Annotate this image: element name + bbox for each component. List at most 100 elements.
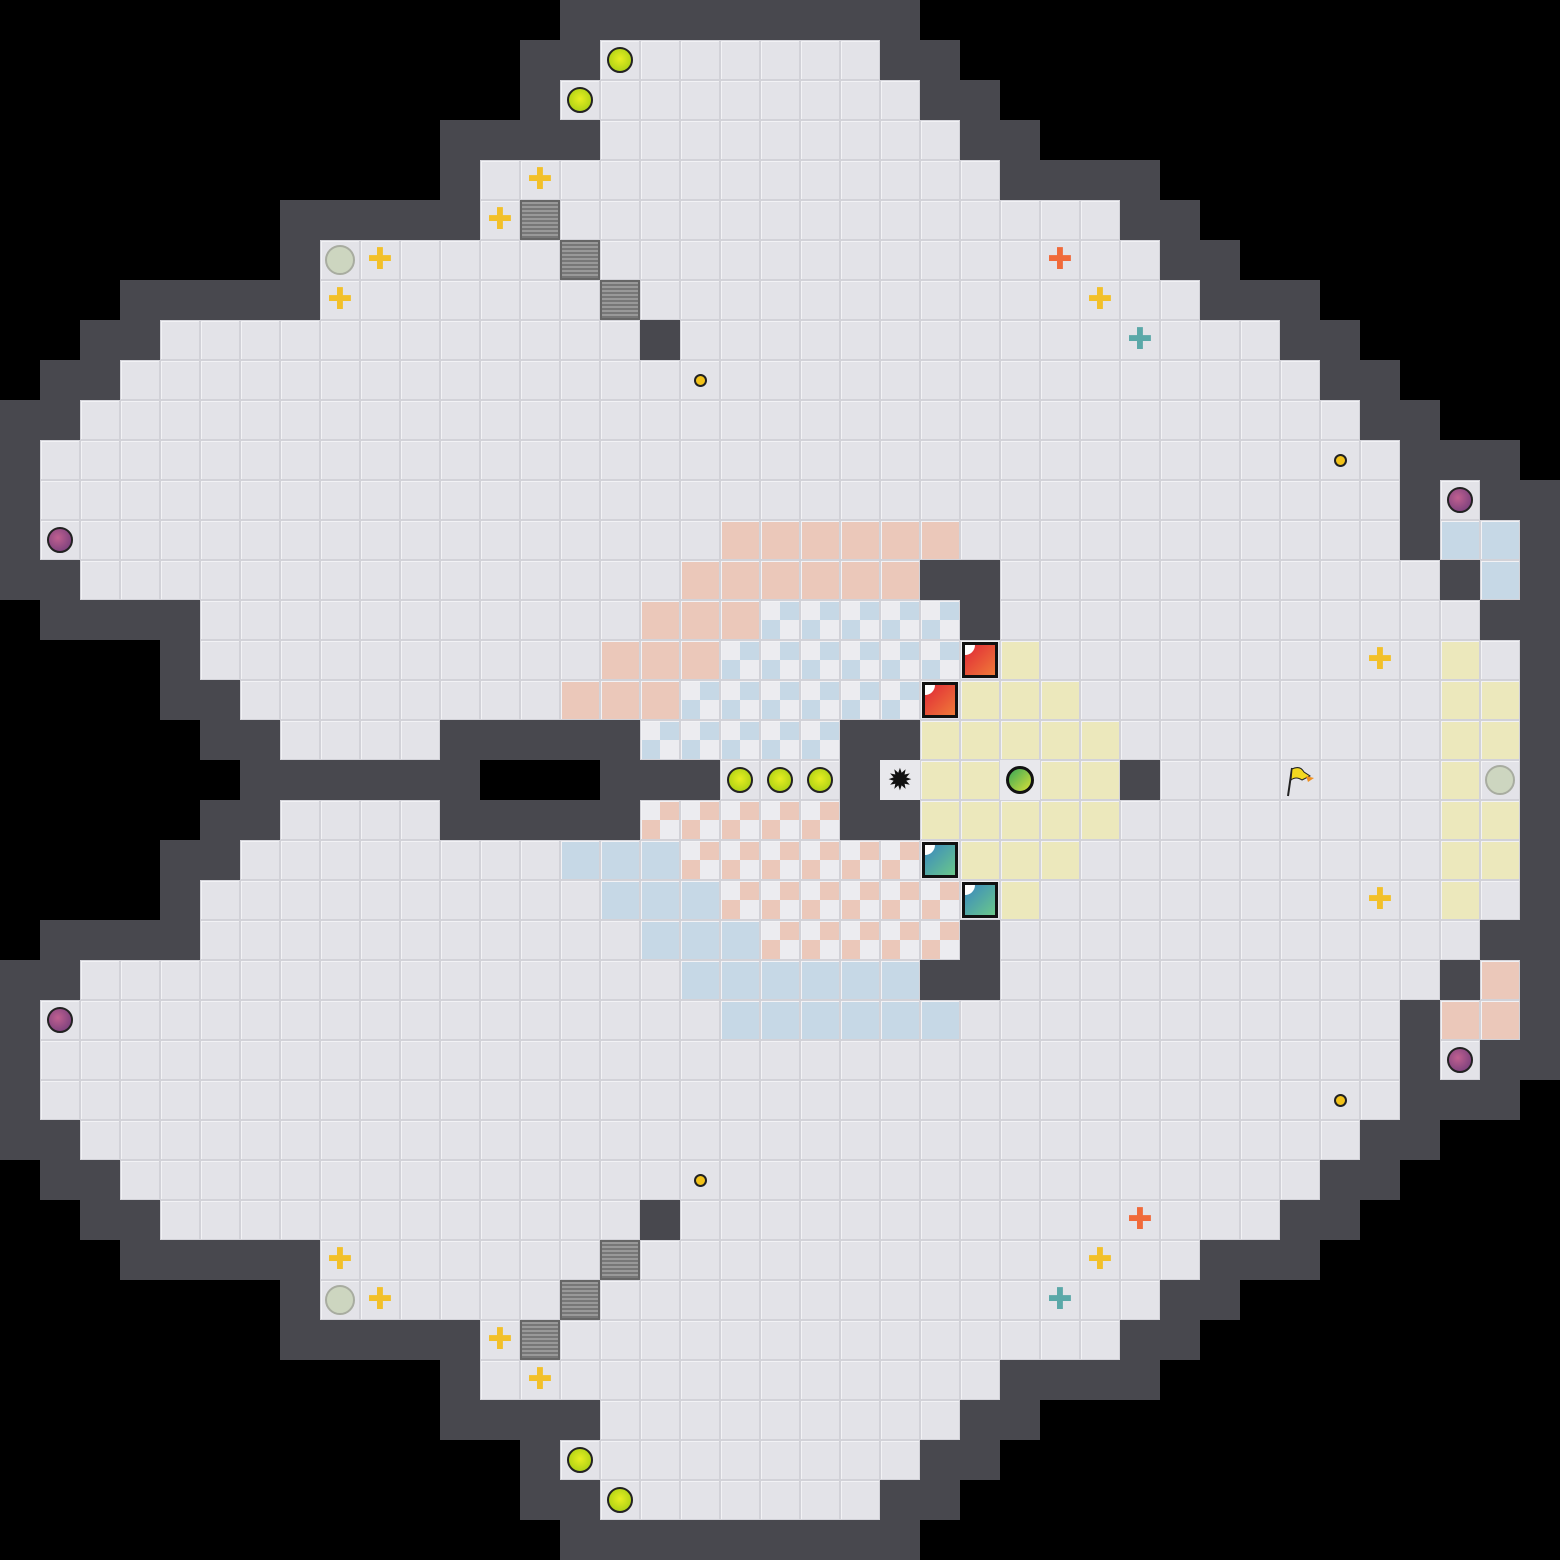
wall-tile [600,0,640,40]
red-block-icon[interactable] [960,640,1000,680]
floor-tile [960,520,1000,560]
wall-tile [960,1440,1000,1480]
wall-tile [280,1240,320,1280]
floor-tile [1000,1200,1040,1240]
move-arrows-icon[interactable]: ✚ [1047,242,1073,277]
floor-tile [520,1200,560,1240]
floor-tile [280,880,320,920]
coin-icon[interactable] [1320,440,1360,480]
move-arrows-icon[interactable]: ✚ [487,202,513,237]
floor-tile [1360,1000,1400,1040]
pressure-plate-icon[interactable] [320,240,360,280]
floor-tile [800,80,840,120]
move-arrows-icon[interactable]: ✚ [1087,282,1113,317]
move-arrows-icon[interactable]: ✚ [527,1362,553,1397]
pressure-plate-icon[interactable] [1480,760,1520,800]
bomb-icon[interactable] [40,1000,80,1040]
floor-tile [400,680,440,720]
yellow-zone-tile [1440,760,1480,800]
floor-tile [160,1000,200,1040]
move-arrows-icon[interactable]: ✚ [1127,322,1153,357]
move-arrows-icon[interactable]: ✚ [1087,1242,1113,1277]
corridor-wall [600,800,640,840]
floor-tile [1080,400,1120,440]
floor-tile [1120,1280,1160,1320]
move-arrows-icon[interactable]: ✚ [1127,1202,1153,1237]
move-arrows-icon[interactable]: ✚ [367,242,393,277]
floor-tile [1120,440,1160,480]
floor-tile [160,440,200,480]
player-ball-icon[interactable] [1000,760,1040,800]
coin-icon[interactable] [1320,1080,1360,1120]
floor-tile [360,840,400,880]
bomb-icon[interactable] [1440,1040,1480,1080]
blue-zone-tile [600,840,640,880]
ball-icon[interactable] [720,760,760,800]
floor-tile [800,1280,840,1320]
wall-tile [1520,920,1560,960]
teal-block-icon[interactable] [920,840,960,880]
wall-block [840,720,880,760]
move-arrows-icon[interactable]: ✚ [1047,1282,1073,1317]
ball-icon[interactable] [760,760,800,800]
teal-block-icon[interactable] [960,880,1000,920]
pressure-plate-icon[interactable] [320,1280,360,1320]
wall-tile [400,1320,440,1360]
ball-icon[interactable] [560,80,600,120]
floor-tile [1080,1200,1120,1240]
blue-checker-tile [920,640,960,680]
move-arrows-icon[interactable]: ✚ [327,1242,353,1277]
move-arrows-icon[interactable]: ✚ [527,162,553,197]
floor-tile [840,480,880,520]
floor-tile [280,680,320,720]
floor-tile [800,160,840,200]
bomb-icon[interactable] [40,520,80,560]
ball-icon[interactable] [600,40,640,80]
move-arrows-icon[interactable]: ✚ [487,1322,513,1357]
goal-flag-icon[interactable] [1280,760,1320,800]
floor-tile [1000,1040,1040,1080]
wall-tile [40,360,80,400]
red-block-icon[interactable] [920,680,960,720]
floor-tile [760,1080,800,1120]
floor-tile [160,360,200,400]
floor-tile [800,1160,840,1200]
corridor-wall [320,760,360,800]
move-arrows-icon[interactable]: ✚ [1367,882,1393,917]
floor-tile [600,120,640,160]
gear-icon[interactable]: ✹ [880,760,920,800]
floor-tile [280,440,320,480]
coin-icon[interactable] [680,360,720,400]
floor-tile [240,360,280,400]
ball-icon[interactable] [800,760,840,800]
floor-tile [1280,1000,1320,1040]
floor-tile [1320,600,1360,640]
wall-tile [1400,400,1440,440]
wall-tile [1480,440,1520,480]
floor-tile [520,1080,560,1120]
floor-tile [1080,840,1120,880]
salmon-checker-tile [920,880,960,920]
move-arrows-icon[interactable]: ✚ [1367,642,1393,677]
salmon-checker-tile [840,840,880,880]
wall-tile [480,120,520,160]
ball-icon[interactable] [560,1440,600,1480]
coin-icon[interactable] [680,1160,720,1200]
bomb-icon[interactable] [1440,480,1480,520]
wall-tile [1120,1360,1160,1400]
floor-tile [640,1120,680,1160]
wall-tile [280,280,320,320]
floor-tile [1320,560,1360,600]
floor-tile [240,880,280,920]
floor-tile [720,240,760,280]
wall-tile [520,1440,560,1480]
move-arrows-icon[interactable]: ✚ [367,1282,393,1317]
yellow-zone-tile [1440,720,1480,760]
floor-tile [440,560,480,600]
ball-icon[interactable] [600,1480,640,1520]
floor-tile [880,160,920,200]
move-arrows-icon[interactable]: ✚ [327,282,353,317]
floor-tile [1320,720,1360,760]
floor-tile [800,1400,840,1440]
